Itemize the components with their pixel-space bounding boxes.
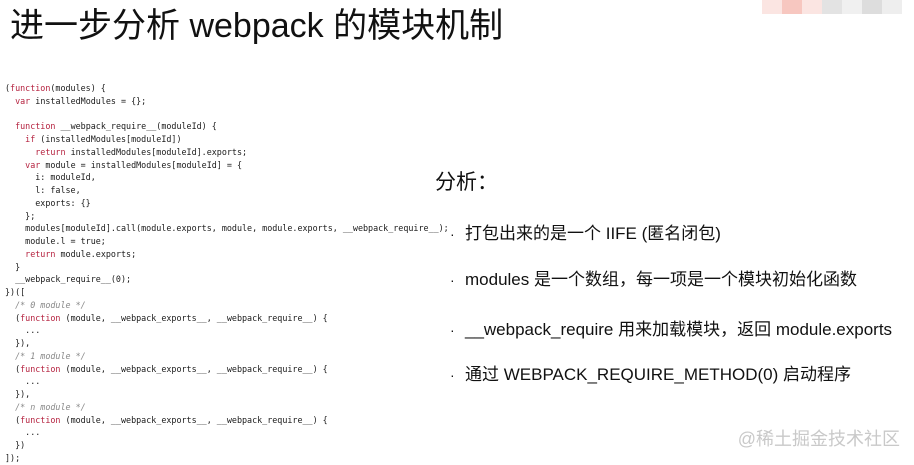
code-line: exports: {} xyxy=(35,197,91,208)
code-line: ]); xyxy=(5,452,21,463)
code-line: module = installedModules[moduleId] = { xyxy=(40,159,242,170)
bullet-text: __webpack_require 用来加载模块，返回 module.expor… xyxy=(465,320,893,339)
code-ellipsis: ... xyxy=(25,427,41,438)
bullet-dot-icon: · xyxy=(450,367,455,383)
code-line: })([ xyxy=(5,287,26,297)
code-line: i: moduleId, xyxy=(35,172,96,183)
code-line: __webpack_require__(moduleId) { xyxy=(55,121,217,132)
code-comment: /* 1 module */ xyxy=(15,350,86,361)
bullet-dot-icon: · xyxy=(450,272,455,288)
slide-title: 进一步分析 webpack 的模块机制 xyxy=(10,7,504,45)
code-line: __webpack_require__(0); xyxy=(15,274,132,285)
code-ellipsis: ... xyxy=(25,376,41,387)
code-line: (installedModules[moduleId]) xyxy=(35,134,182,144)
code-comment: /* n module */ xyxy=(15,401,86,412)
code-keyword: var xyxy=(25,159,41,170)
code-line: installedModules[moduleId].exports; xyxy=(65,146,248,157)
code-line: (modules) { xyxy=(50,83,106,93)
code-keyword: var xyxy=(15,95,31,106)
bullet-dot-icon: · xyxy=(450,322,455,338)
code-line: (module, __webpack_exports__, __webpack_… xyxy=(60,312,328,323)
code-line: }), xyxy=(15,389,31,399)
code-ellipsis: ... xyxy=(25,325,41,336)
code-keyword: function xyxy=(20,414,61,425)
code-line: } xyxy=(15,261,21,272)
bullet-text: modules 是一个数组，每一项是一个模块初始化函数 xyxy=(465,270,857,289)
analysis-heading: 分析： xyxy=(435,171,498,194)
bullet-item: · modules 是一个数组，每一项是一个模块初始化函数 xyxy=(450,268,857,292)
bullet-item: · 打包出来的是一个 IIFE (匿名闭包) xyxy=(450,222,721,246)
code-keyword: return xyxy=(25,248,56,259)
code-keyword: function xyxy=(15,121,56,132)
code-block: (function(modules) { var installedModule… xyxy=(5,83,449,463)
watermark: @稀土掘金技术社区 xyxy=(737,429,900,449)
code-line: }) xyxy=(15,440,26,450)
code-line: }; xyxy=(25,210,36,221)
bullet-item: · 通过 WEBPACK_REQUIRE_METHOD(0) 启动程序 xyxy=(450,363,851,387)
bullet-text: 打包出来的是一个 IIFE (匿名闭包) xyxy=(465,224,721,243)
code-keyword: function xyxy=(20,363,61,374)
code-line: }), xyxy=(15,338,31,348)
code-keyword: function xyxy=(20,312,61,323)
code-keyword: if xyxy=(25,134,36,144)
corner-decoration xyxy=(762,0,902,14)
bullet-text: 通过 WEBPACK_REQUIRE_METHOD(0) 启动程序 xyxy=(465,365,852,384)
code-line: (module, __webpack_exports__, __webpack_… xyxy=(60,363,328,374)
code-line: l: false, xyxy=(35,185,81,195)
code-line: installedModules = {}; xyxy=(30,95,147,106)
bullet-dot-icon: · xyxy=(450,226,455,242)
bullet-item: · __webpack_require 用来加载模块，返回 module.exp… xyxy=(450,318,892,342)
code-line: module.exports; xyxy=(55,248,137,259)
code-keyword: function xyxy=(10,83,51,93)
code-line: (module, __webpack_exports__, __webpack_… xyxy=(60,414,328,425)
code-comment: /* 0 module */ xyxy=(15,299,86,310)
code-line: modules[moduleId].call(module.exports, m… xyxy=(25,223,449,234)
code-keyword: return xyxy=(35,146,66,157)
code-line: module.l = true; xyxy=(25,236,106,246)
